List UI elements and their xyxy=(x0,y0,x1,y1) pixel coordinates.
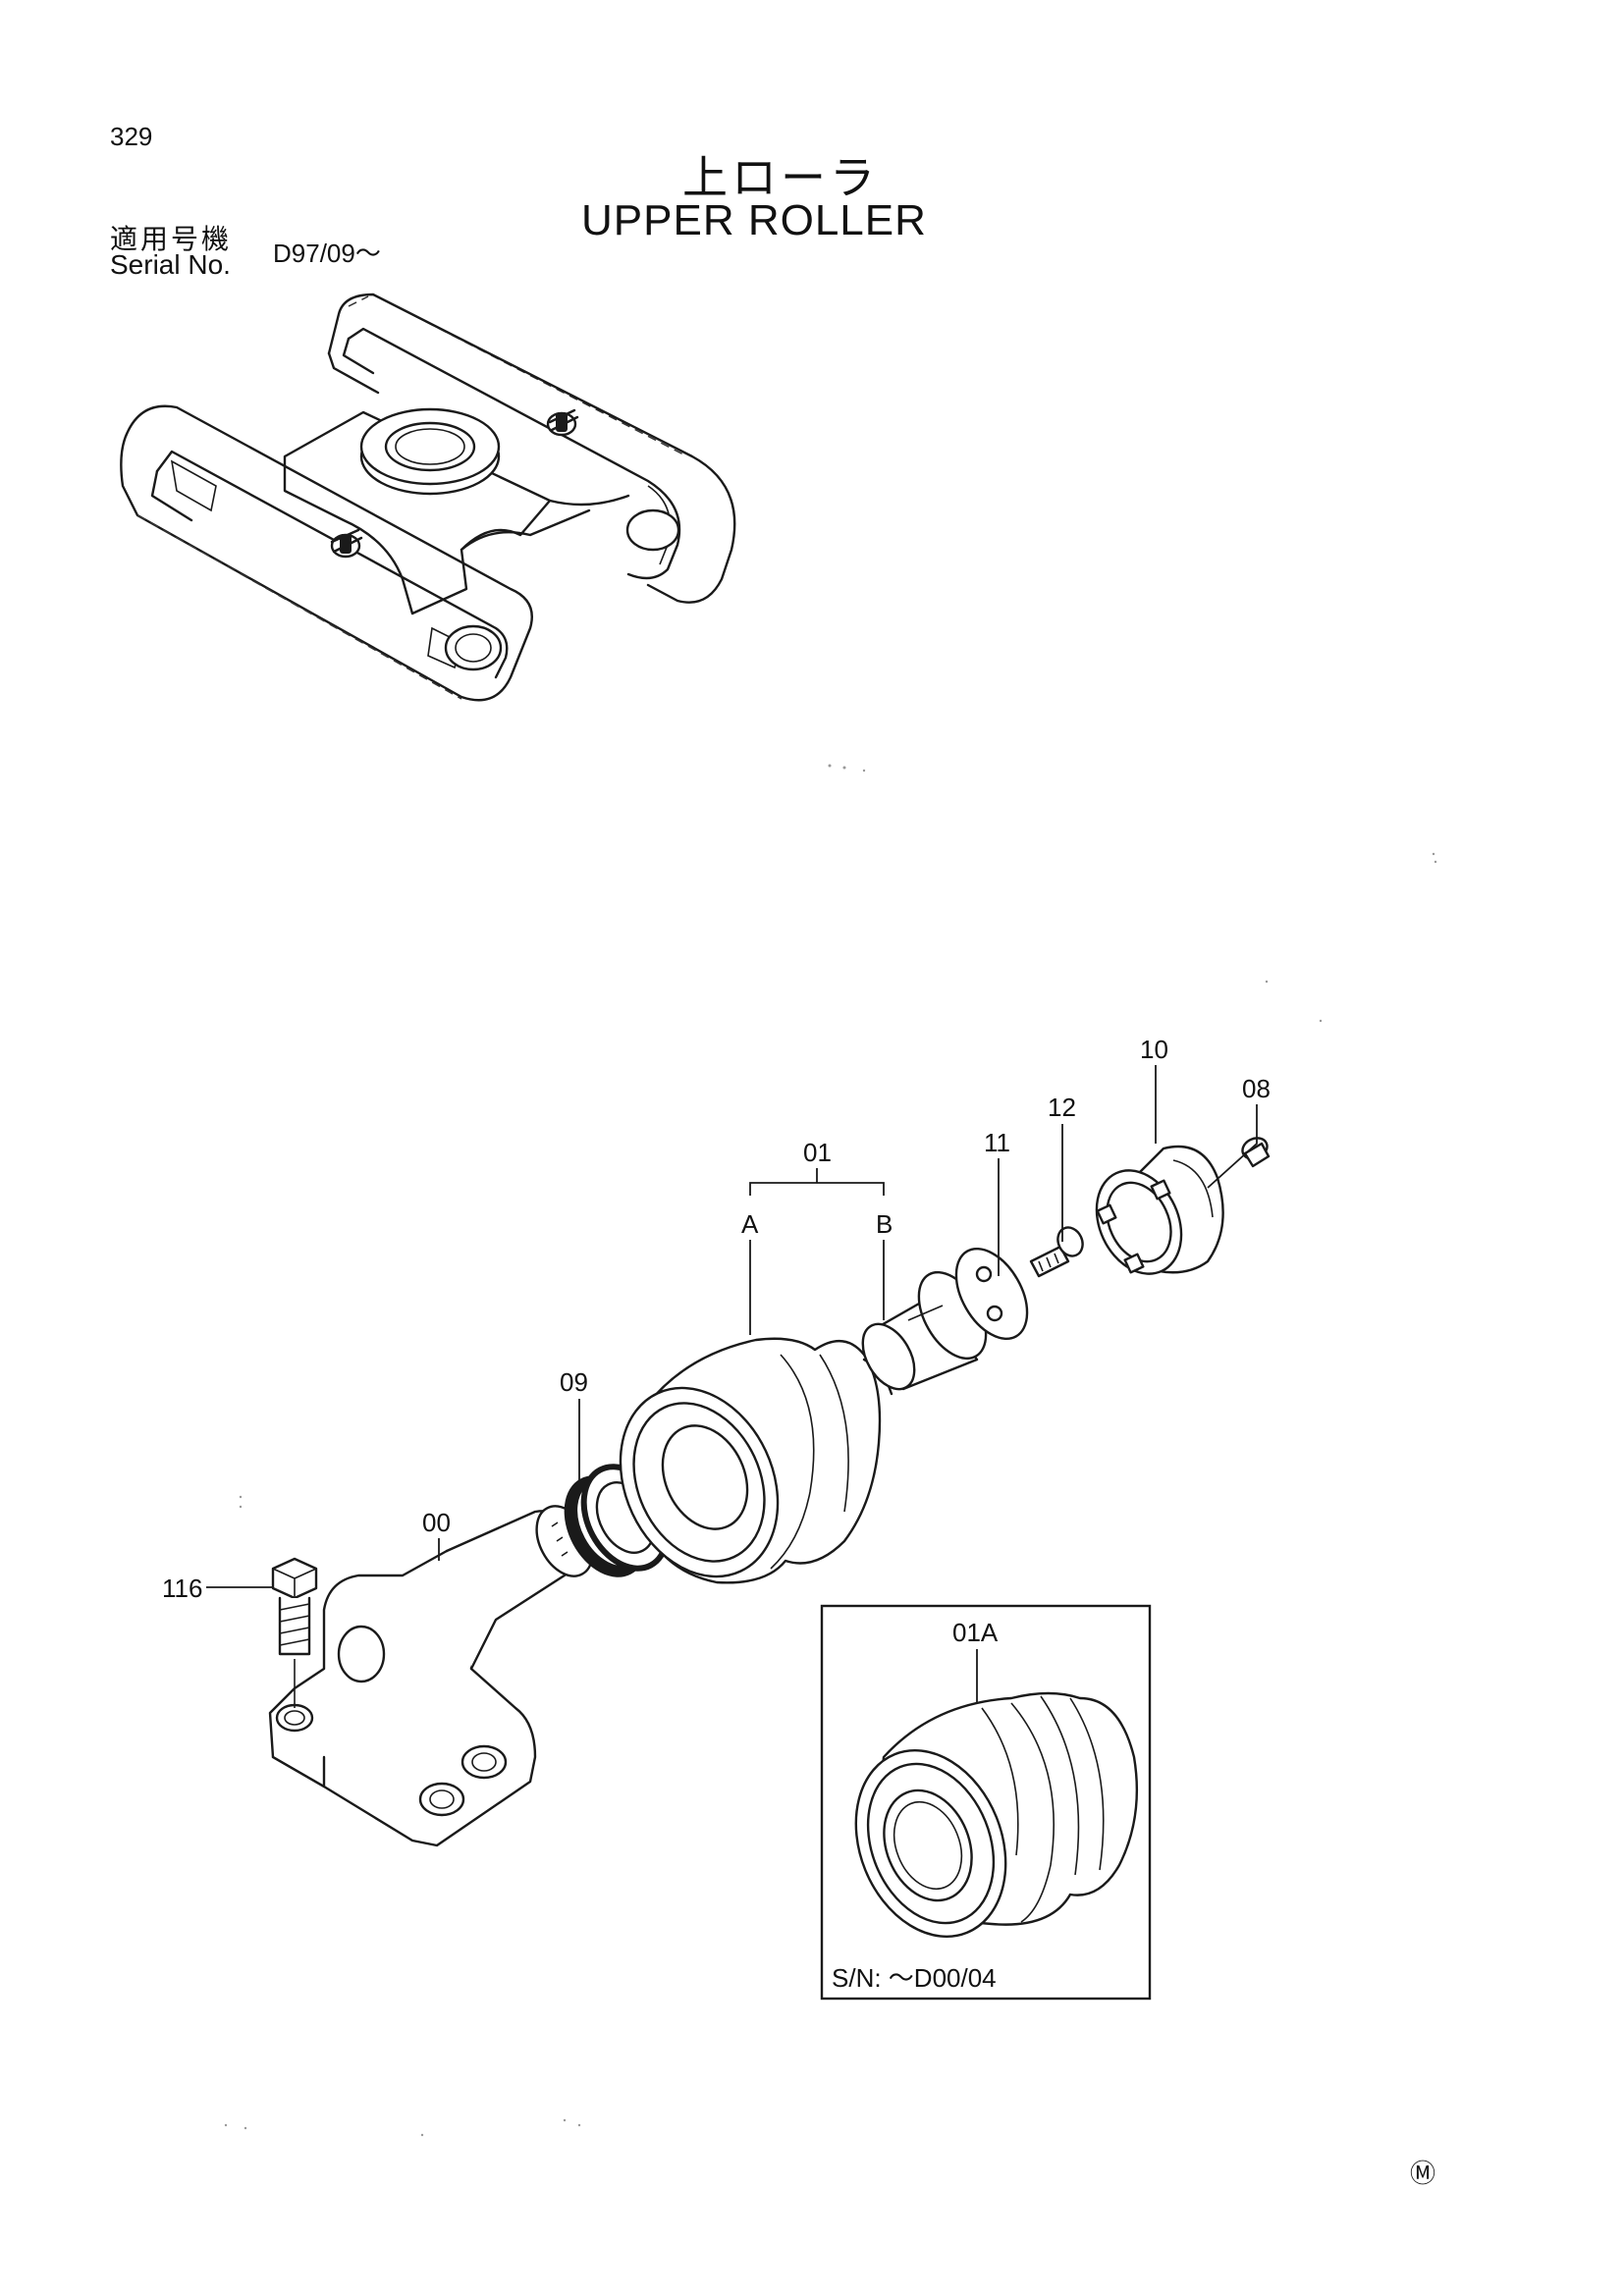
hex-bolt-part-116 xyxy=(271,1557,318,1708)
scan-speckles xyxy=(224,764,1437,2137)
roller-part-01a xyxy=(854,1691,1139,1938)
bracket-shaft-part-00 xyxy=(268,1505,594,1847)
page-title-japanese: 上ローラ xyxy=(682,151,879,204)
serial-label-japanese: 適用号機 xyxy=(110,223,233,255)
callout-a: A xyxy=(741,1209,759,1239)
page-title-english: UPPER ROLLER xyxy=(581,196,927,244)
thrust-plate-part-11 xyxy=(954,1247,1029,1341)
plug-part-08 xyxy=(1241,1137,1271,1168)
upper-roller-location-back xyxy=(546,408,579,437)
inset-serial-note: S/N: ～D00/04 xyxy=(832,1963,997,1993)
upper-roller-assembly: 00 09 01 A B 11 12 10 08 116 xyxy=(162,1035,1271,1847)
bushing-part-01b xyxy=(861,1270,988,1391)
callout-12: 12 xyxy=(1048,1093,1076,1122)
callout-01: 01 xyxy=(803,1138,832,1167)
callout-00: 00 xyxy=(422,1508,451,1537)
callout-leaders xyxy=(206,1065,1258,1588)
callout-08: 08 xyxy=(1242,1074,1271,1103)
page-number: 329 xyxy=(110,122,153,151)
callout-116: 116 xyxy=(162,1574,202,1603)
serial-value: D97/09～ xyxy=(273,239,381,268)
callout-09: 09 xyxy=(560,1367,588,1397)
undercarriage-overview xyxy=(120,293,736,702)
cap-part-10 xyxy=(1095,1145,1224,1275)
callout-11: 11 xyxy=(984,1128,1010,1157)
callout-b: B xyxy=(876,1209,893,1239)
inset-callout-01a: 01A xyxy=(952,1618,999,1647)
m-mark: Ⓜ xyxy=(1410,2159,1435,2188)
serial-label-english: Serial No. xyxy=(110,249,231,280)
inset-box-01a: 01A S/N: ～D00/04 xyxy=(820,1604,1152,2001)
roller-part-01 xyxy=(619,1337,893,1584)
upper-roller-location-front xyxy=(330,528,363,559)
bolt-part-12 xyxy=(1029,1226,1084,1278)
callout-10: 10 xyxy=(1140,1035,1168,1064)
